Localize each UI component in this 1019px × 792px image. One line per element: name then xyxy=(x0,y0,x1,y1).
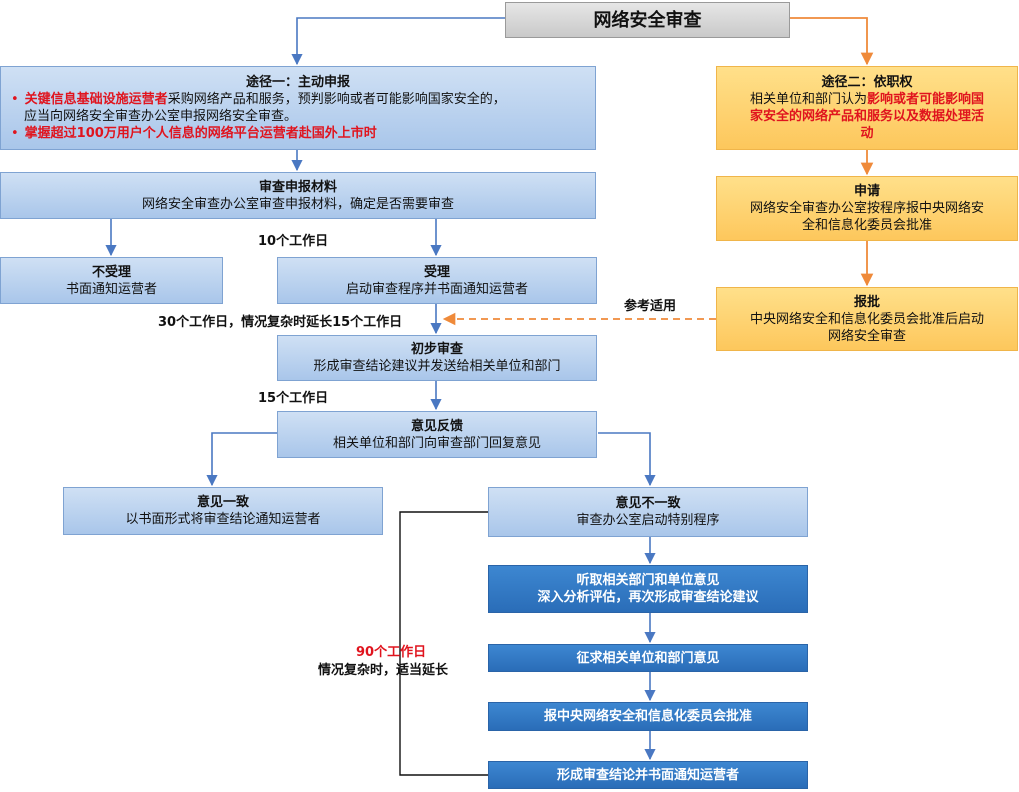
arrow-title-to-route1 xyxy=(291,17,505,66)
arrow-feedback-to-agree xyxy=(206,432,277,487)
accepted-box: 受理 启动审查程序并书面通知运营者 xyxy=(277,257,597,304)
apply-box: 申请 网络安全审查办公室按程序报中央网络安 全和信息化委员会批准 xyxy=(716,176,1018,241)
label-10-days: 10个工作日 xyxy=(258,234,329,249)
route2-text-line1: 相关单位和部门认为影响或者可能影响国 xyxy=(749,92,985,107)
not-accepted-box: 不受理 书面通知运营者 xyxy=(0,257,223,304)
preliminary-review-box: 初步审查 形成审查结论建议并发送给相关单位和部门 xyxy=(277,335,597,381)
route1-title: 途径一：主动申报 xyxy=(245,75,350,90)
opinion-agree-box: 意见一致 以书面形式将审查结论通知运营者 xyxy=(63,487,383,535)
step-report-box: 报中央网络安全和信息化委员会批准 xyxy=(488,702,808,731)
step-conclude-box: 形成审查结论并书面通知运营者 xyxy=(488,761,808,789)
bracket-90-days xyxy=(399,511,488,776)
arrow-feedback-to-disagree xyxy=(598,432,656,487)
label-reference-applies: 参考适用 xyxy=(624,299,677,314)
diagram-title: 网络安全审查 xyxy=(505,2,790,38)
opinion-disagree-box: 意见不一致 审查办公室启动特别程序 xyxy=(488,487,808,537)
route2-text-line3: 动 xyxy=(860,126,874,141)
label-90-days: 90个工作日 xyxy=(356,645,427,660)
step-solicit-box: 征求相关单位和部门意见 xyxy=(488,644,808,672)
arrow-title-to-route2 xyxy=(790,17,874,66)
approve-box: 报批 中央网络安全和信息化委员会批准后启动 网络安全审查 xyxy=(716,287,1018,351)
route1-bullet-1: •关键信息基础设施运营者采购网络产品和服务，预判影响或者可能影响国家安全的， xyxy=(11,92,506,107)
route1-bullet-2: •掌握超过100万用户个人信息的网络平台运营者赴国外上市时 xyxy=(11,126,377,141)
feedback-box: 意见反馈 相关单位和部门向审查部门回复意见 xyxy=(277,411,597,458)
label-30-days: 30个工作日，情况复杂时延长15个工作日 xyxy=(158,315,403,330)
label-90-days-note: 情况复杂时，适当延长 xyxy=(318,663,449,678)
route2-box: 途径二：依职权 相关单位和部门认为影响或者可能影响国 家安全的网络产品和服务以及… xyxy=(716,66,1018,150)
route1-box: 途径一：主动申报 •关键信息基础设施运营者采购网络产品和服务，预判影响或者可能影… xyxy=(0,66,596,150)
step-listen-box: 听取相关部门和单位意见 深入分析评估，再次形成审查结论建议 xyxy=(488,565,808,613)
review-materials-box: 审查申报材料 网络安全审查办公室审查申报材料，确定是否需要审查 xyxy=(0,172,596,219)
route2-text-line2: 家安全的网络产品和服务以及数据处理活 xyxy=(749,109,984,124)
route1-bullet-1-cont: 应当向网络安全审查办公室申报网络安全审查。 xyxy=(24,109,298,124)
label-15-days: 15个工作日 xyxy=(258,391,329,406)
